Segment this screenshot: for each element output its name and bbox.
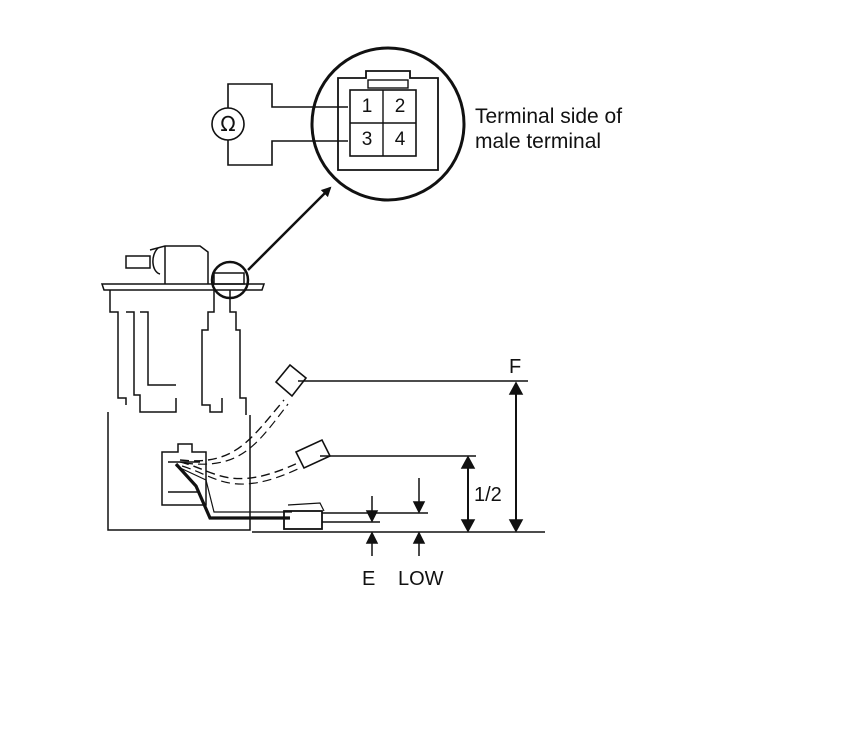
ohmmeter-circuit	[211, 83, 348, 166]
pump-flange	[100, 283, 266, 291]
ohmmeter-icon	[211, 107, 245, 141]
meter-lead-top	[227, 83, 348, 108]
pin-label-3: 3	[361, 129, 373, 150]
connector-housing	[337, 70, 439, 171]
label-half: 1/2	[474, 484, 502, 506]
flange-connector	[213, 272, 245, 285]
pin-label-4: 4	[394, 129, 406, 150]
float-full	[274, 363, 308, 398]
float-arm-full	[179, 399, 285, 462]
label-empty: E	[362, 568, 376, 590]
terminal-caption: Terminal side of male terminal	[475, 104, 622, 154]
float-arm-low	[174, 462, 290, 520]
dimension-lines	[252, 380, 545, 556]
label-low: LOW	[398, 568, 444, 590]
float-half	[294, 438, 332, 470]
zoom-arrow	[247, 186, 332, 271]
pin-label-2: 2	[394, 96, 406, 117]
caption-line-1: Terminal side of	[475, 105, 623, 128]
connector-latch	[367, 79, 409, 89]
pump-outlet-fitting	[125, 255, 151, 269]
label-full: F	[509, 356, 522, 378]
float-low	[283, 510, 323, 530]
pin-label-1: 1	[361, 96, 373, 117]
pump-body	[107, 412, 251, 531]
float-arm-half	[179, 461, 301, 480]
connector-detail	[310, 46, 466, 202]
caption-line-2: male terminal	[475, 130, 602, 153]
magnifier-circle	[310, 46, 466, 202]
connector-highlight-circle	[210, 260, 250, 300]
sender-housing	[161, 443, 207, 506]
fuel-pump-assembly	[100, 245, 266, 531]
ohm-symbol: Ω	[220, 112, 236, 136]
meter-lead-bottom	[227, 140, 348, 166]
